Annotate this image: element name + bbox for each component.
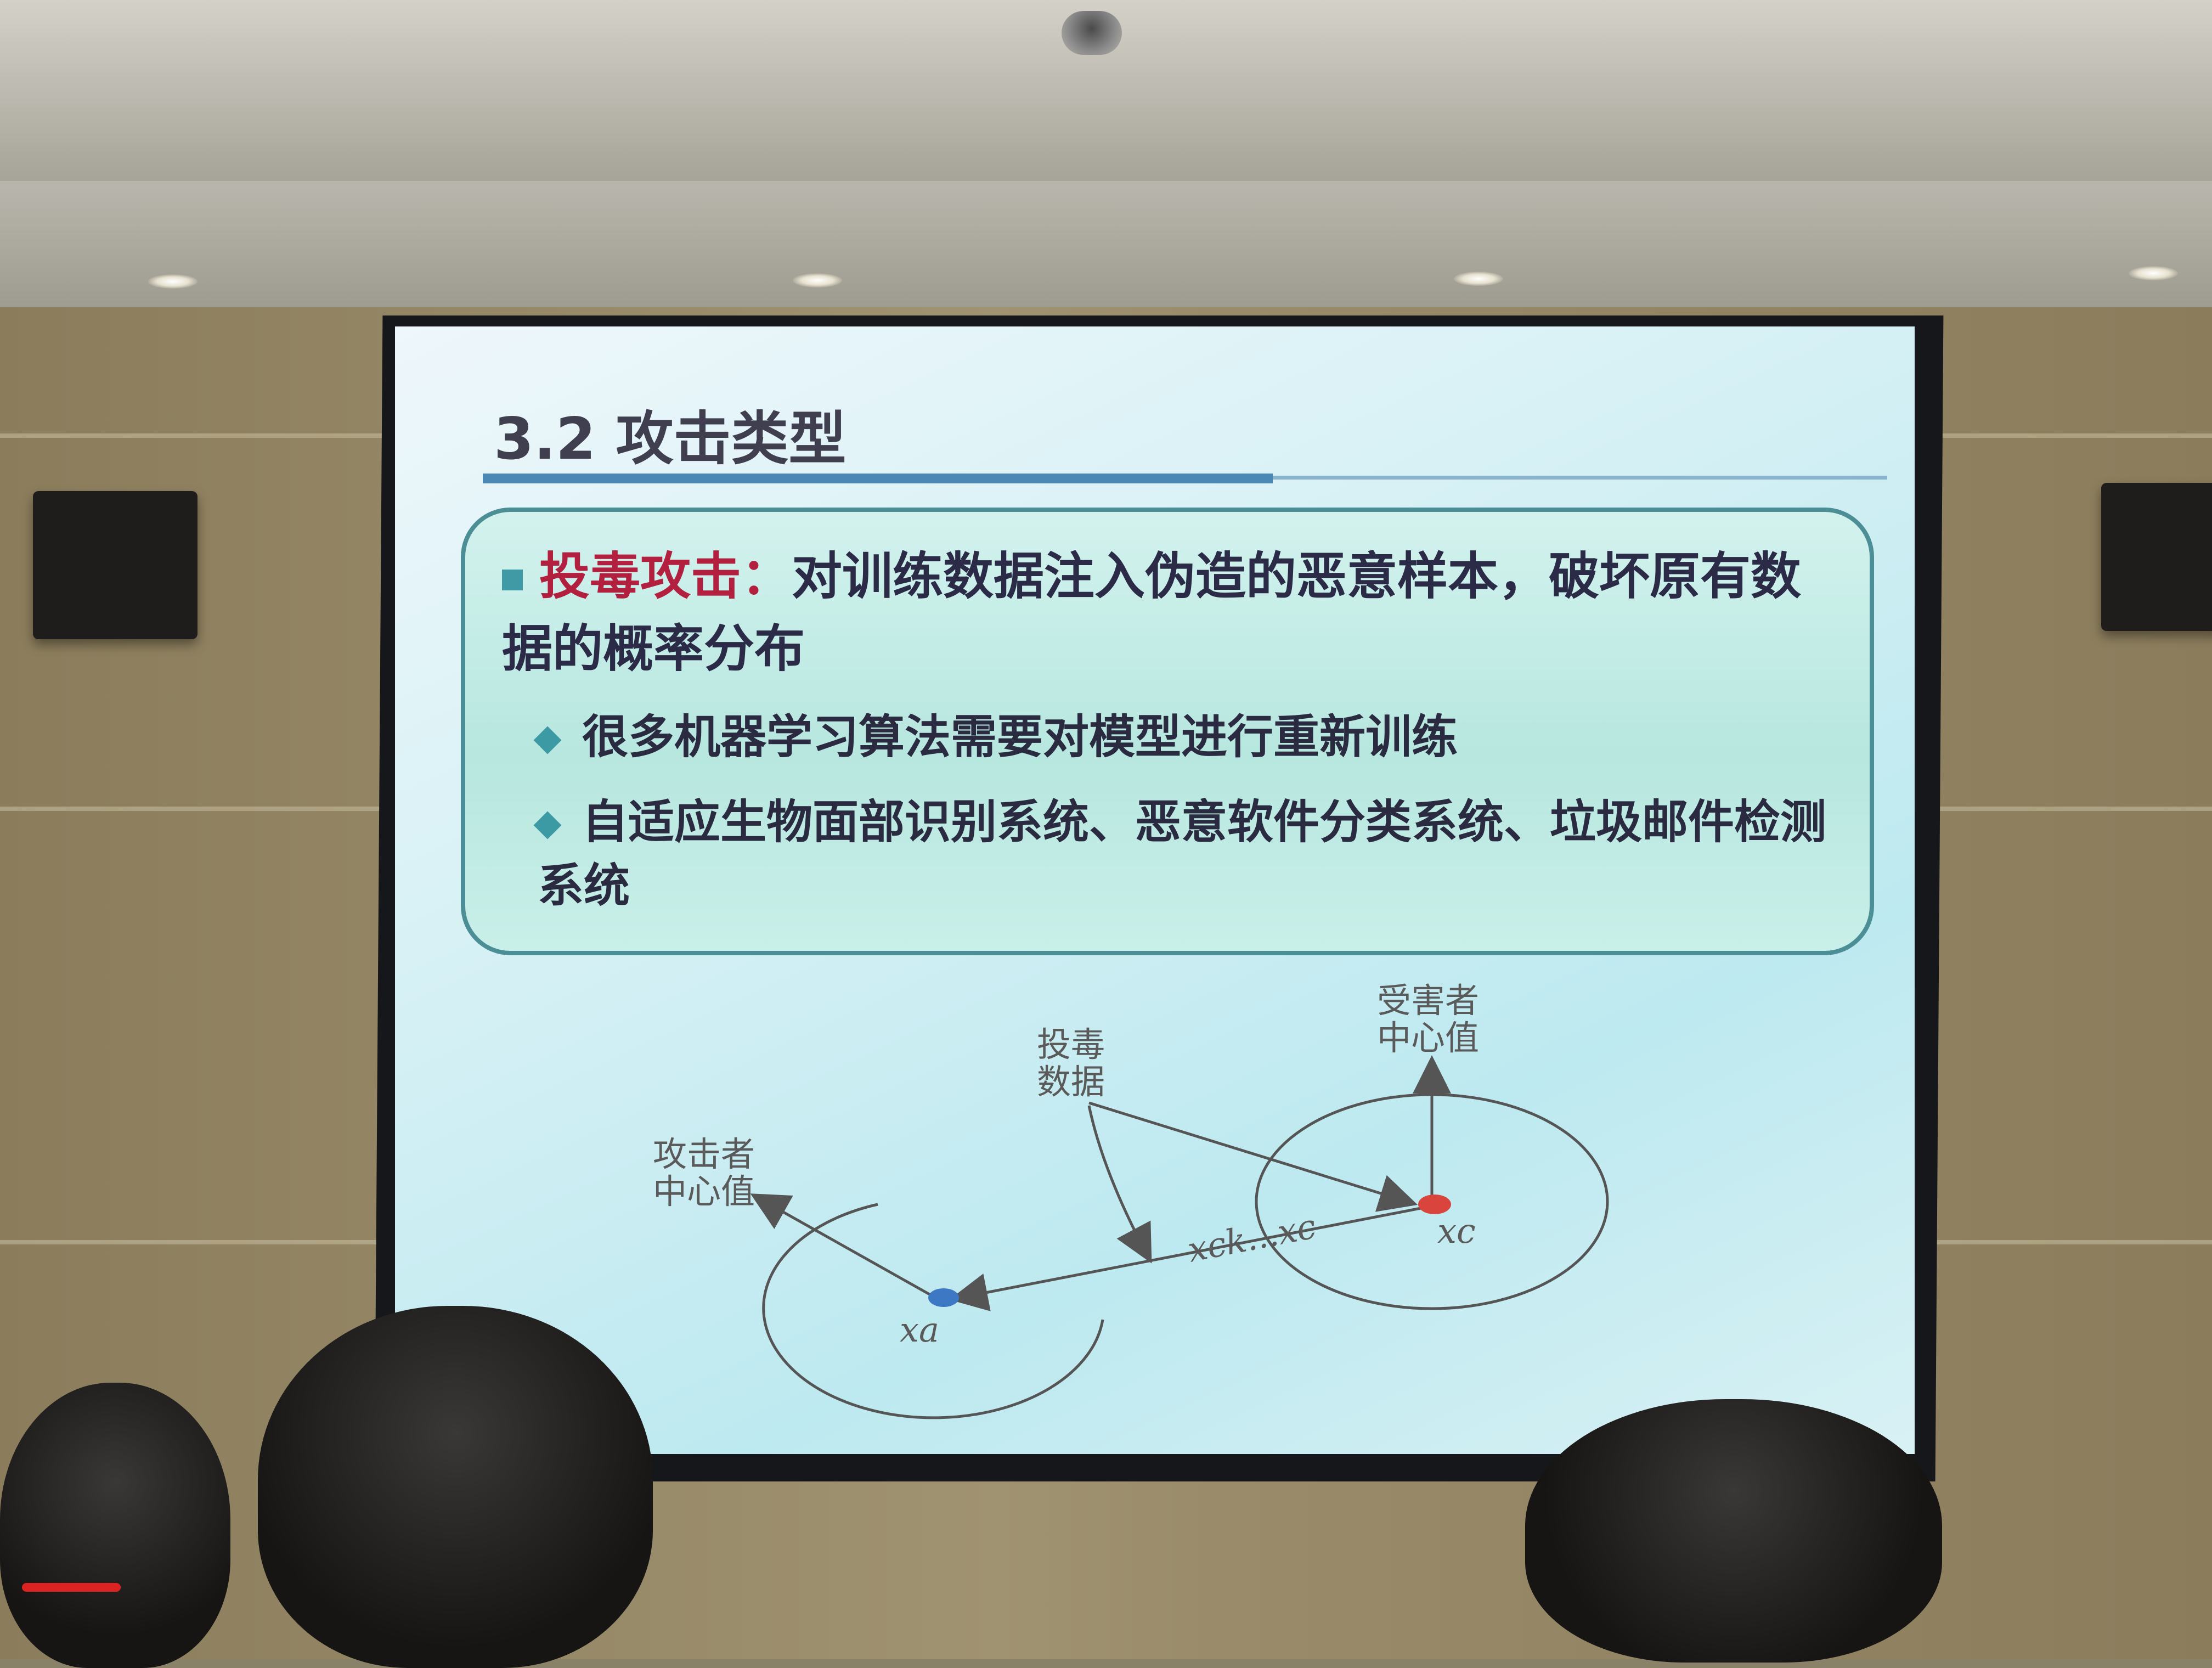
square-bullet-icon [502, 569, 523, 590]
content-box [461, 508, 1874, 955]
attacker-point [928, 1288, 959, 1307]
wall-speaker-left [33, 491, 198, 639]
ceiling-light [793, 273, 842, 288]
wall-speaker-right [2101, 483, 2212, 631]
victim-point [1418, 1194, 1451, 1214]
ceiling-light [2129, 266, 2178, 280]
sub-bullet: 自适应生物面部识别系统、恶意软件分类系统、垃圾邮件检测系统 [533, 790, 1832, 917]
poison-label-line2: 数据 [1037, 1062, 1105, 1102]
ceiling-soffit [0, 181, 2212, 313]
audience-head-right [1525, 1399, 1942, 1663]
title-underline [483, 474, 1273, 483]
ceiling-light [1454, 272, 1503, 286]
projected-slide: 3.2 攻击类型 投毒攻击：对训练数据注入伪造的恶意样本，破坏原有数据的概率分布… [395, 326, 1915, 1454]
victim-label-line1: 受害者 [1377, 980, 1479, 1021]
poison-arrow-to-path [1087, 1105, 1152, 1264]
red-lanyard [22, 1583, 121, 1592]
attacker-label-line2: 中心值 [653, 1171, 755, 1211]
sub-bullet: 很多机器学习算法需要对模型进行重新训练 [533, 705, 1832, 769]
main-bullet-label: 投毒攻击： [539, 547, 792, 606]
attacker-label-line1: 攻击者 [653, 1134, 755, 1174]
poison-arrow-to-victim [1088, 1101, 1418, 1212]
shift-arrow [949, 1205, 1427, 1311]
sub-bullet-text: 很多机器学习算法需要对模型进行重新训练 [582, 710, 1458, 764]
diamond-bullet-icon [533, 726, 562, 754]
sub-bullet-text: 自适应生物面部识别系统、恶意软件分类系统、垃圾邮件检测系统 [538, 795, 1827, 912]
ceiling-light [148, 274, 198, 289]
main-bullet-text: 对训练数据注入伪造的恶意样本，破坏原有数据的概率分布 [502, 547, 1802, 678]
main-bullet: 投毒攻击：对训练数据注入伪造的恶意样本，破坏原有数据的概率分布 [502, 540, 1824, 685]
slide-title: 3.2 攻击类型 [494, 405, 847, 472]
ceiling-camera [1062, 11, 1122, 55]
audience-head-left [0, 1383, 230, 1668]
xc-label: xc [1437, 1211, 1476, 1251]
poisoning-diagram: 攻击者 中心值 投毒 数据 受害者 中心值 xa xc xck...xc [653, 980, 1609, 1419]
xck-label: xck...xc [1184, 1206, 1319, 1270]
audience-head-center [258, 1306, 653, 1668]
poison-label-line1: 投毒 [1037, 1024, 1105, 1064]
title-underline-thin [1273, 476, 1887, 480]
attacker-region-arc [762, 1203, 1104, 1419]
xa-label: xa [900, 1310, 939, 1350]
victim-label-line2: 中心值 [1377, 1018, 1479, 1058]
diamond-bullet-icon [533, 811, 562, 839]
attacker-arrow [750, 1193, 936, 1299]
